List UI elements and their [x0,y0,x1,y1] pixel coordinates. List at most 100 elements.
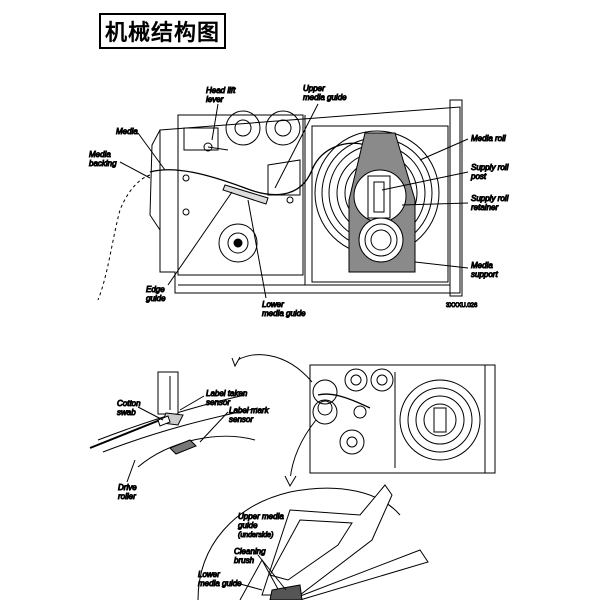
sensor-detail: Cotton swab Label taken sensor Label mar… [89,371,270,502]
label-mark-sensor-block [169,439,197,455]
upper-roller-right-hub [274,119,292,137]
small-roller-right-hub [376,374,388,386]
small-roller-left [344,368,368,392]
printer-frame [159,106,461,294]
leader-lower-guide-detail [232,581,263,591]
upper-media-guide-inner [269,519,353,581]
small-media-path [317,393,371,409]
label-drive-roller: Drive [118,483,137,492]
leader-supply-post [381,171,469,191]
upper-media-guide-plate [261,484,393,596]
label-cleaning-brush-2: brush [234,556,255,565]
leader-edge-guide [167,191,233,286]
label-media-support: Media [471,261,493,270]
label-taken-sensor-block [157,371,179,415]
label-head-lift-lever: Head lift [206,86,236,95]
zoom-arrowhead-lower [284,475,297,488]
lever-arm [207,146,229,151]
label-edge-guide-2: guide [146,294,166,303]
label-upper-media-guide-detail: Upper media [238,512,284,521]
label-label-taken-sensor-2: sensor [206,398,230,407]
small-side-plate [484,364,496,474]
cotton-swab-tip [157,415,171,427]
figure-code: 3XXXU.026 [446,303,478,309]
label-head-lift-lever-2: lever [206,95,224,104]
cotton-swab-stick [89,419,161,449]
leader-lower-guide [247,199,267,299]
small-sensor-ring [317,400,333,416]
leader-media-support [414,261,469,269]
label-upper-media-guide-detail-3: (underside) [238,532,273,539]
small-roll-post [433,407,447,433]
small-roller-left-hub [350,374,362,386]
leader-media-backing [119,161,151,179]
leader-cotton-swab [137,406,164,421]
leader-head-lift [211,103,219,141]
bolt [182,208,190,216]
upper-roller-left [225,110,261,146]
label-media: Media [116,127,138,136]
small-printer-frame [309,364,496,474]
printer-cleaning-view: Cotton swab Label taken sensor Label mar… [89,354,496,601]
label-media-backing-2: backing [89,159,117,168]
head-lift-lever [183,127,219,151]
label-upper-media-guide: Upper [303,84,325,93]
zoom-arrow-upper [234,354,313,383]
drive-roller-top-hub [233,238,243,248]
label-supply-roll-post: Supply roll [471,163,509,172]
label-upper-media-guide-detail-2: guide [238,521,258,530]
small-media-roll-ring [423,403,457,437]
label-upper-media-guide-2: media guide [303,93,347,102]
zoom-origin-upper [312,379,338,405]
small-sensor-ring [353,405,367,419]
media-path [149,142,366,196]
label-media-support-2: support [471,270,498,279]
media-backing-path [97,174,151,301]
label-cotton-swab: Cotton [117,399,141,408]
supply-roll-post-core [373,181,385,213]
leader-media-roll [419,138,469,161]
drive-roller-top [218,223,258,263]
print-mechanism-housing [177,114,304,276]
secondary-roll [358,217,404,263]
brush-detail: Upper media guide (underside) Cleaning b… [198,484,429,601]
detail-roller-curve [137,435,256,468]
label-supply-roll-retainer: Supply roll [471,194,509,203]
label-drive-roller-2: roller [118,492,136,501]
leader-supply-retainer [401,202,469,206]
page-title: 机械结构图 [104,21,220,46]
leader-drive-roller [126,459,136,483]
label-label-mark-sensor: Label mark [229,406,270,415]
upper-roller-right [265,110,301,146]
upper-media-guide-part [267,159,301,196]
leader-media [137,132,166,171]
title-box: 机械结构图 [99,13,226,49]
label-media-roll: Media roll [471,134,506,143]
lever-pivot [203,142,213,152]
leader-cleaning-brush [257,554,287,591]
zoom-arrowhead-upper [231,356,241,368]
label-lower-media-guide: Lower [262,300,284,309]
label-label-mark-sensor-2: sensor [229,415,253,424]
label-supply-roll-post-2: post [470,172,487,181]
small-media-roll [399,379,481,461]
small-drive-roller [339,429,365,455]
zoom-arrow-lower [289,419,317,481]
label-cotton-swab-2: swab [117,408,136,417]
lower-media-guide-part [222,184,269,205]
secondary-roll-ring [364,223,398,257]
small-media-roll-ring [407,387,473,453]
secondary-roll-ring [370,229,392,251]
label-lower-media-guide-2: media guide [262,309,306,318]
bolt [286,196,294,204]
label-supply-roll-retainer-2: retainer [471,203,498,212]
label-cleaning-brush: Cleaning [234,547,266,556]
small-roller-right [370,368,394,392]
label-media-backing: Media [89,150,111,159]
side-plate [449,99,463,297]
leader-label-taken [179,395,205,411]
label-edge-guide: Edge [146,285,165,294]
label-lower-media-guide-detail-2: media guide [198,579,242,588]
upper-roller-left-hub [234,119,252,137]
